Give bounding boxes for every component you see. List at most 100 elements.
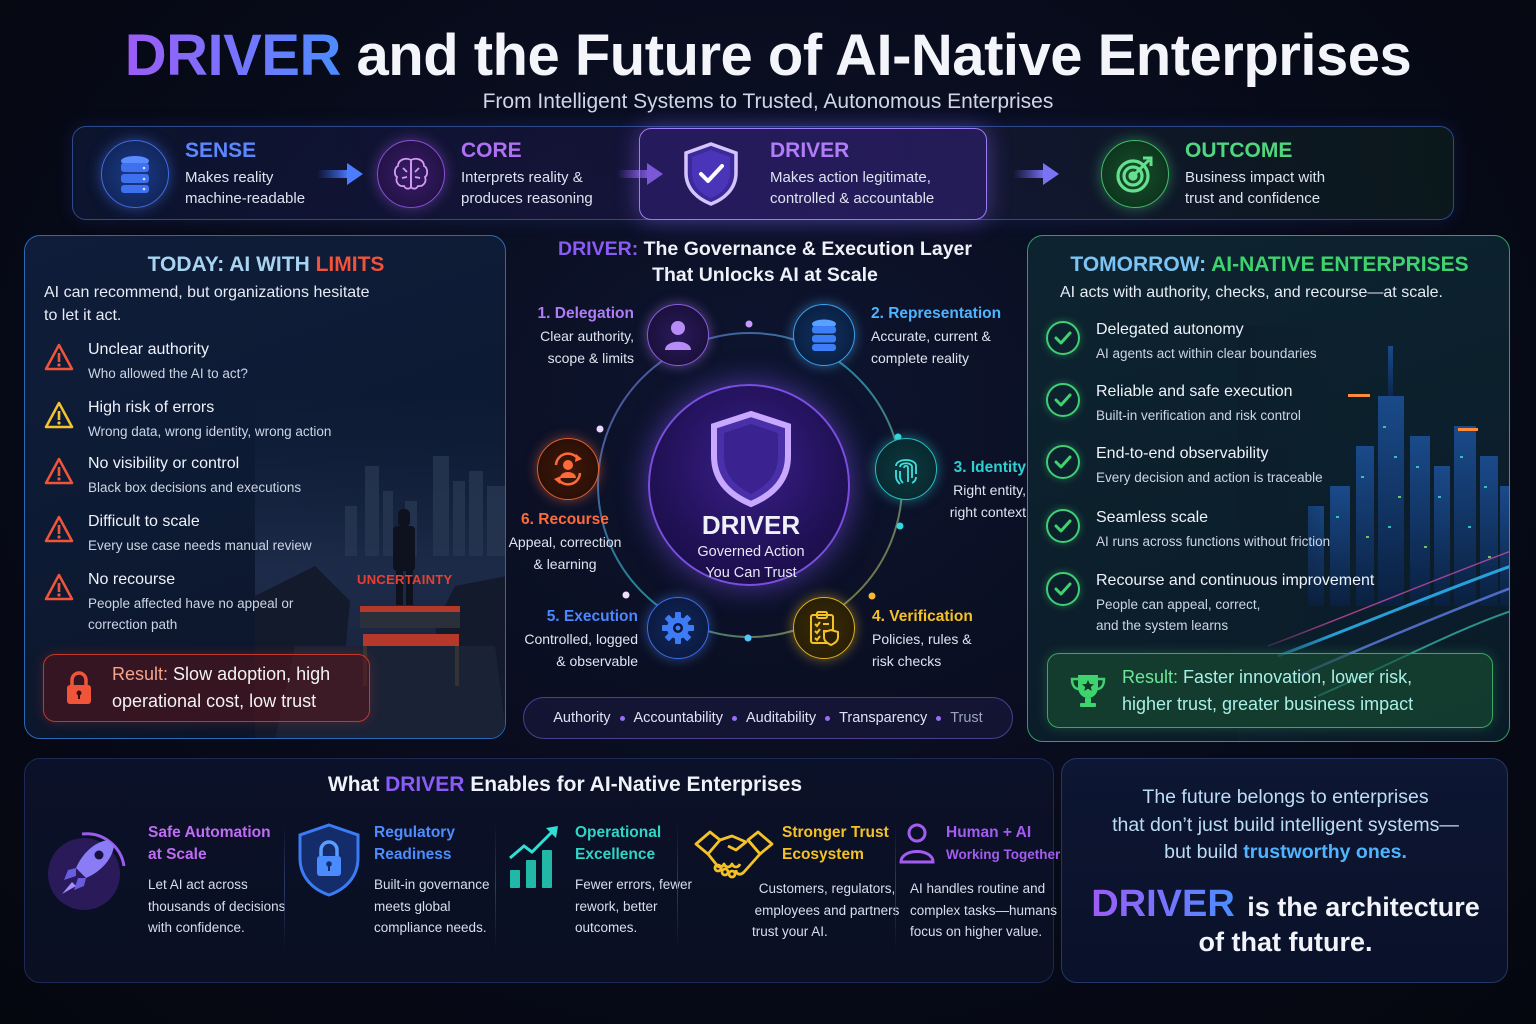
governance-heading: DRIVER: The Governance & Execution Layer… xyxy=(520,236,1010,288)
execution-node xyxy=(647,597,709,659)
flow-step-desc: Interprets reality & xyxy=(461,169,583,186)
shield-lock-icon xyxy=(298,823,360,897)
value-chain-flow: SENSE Makes reality machine-readable COR… xyxy=(72,126,1454,220)
shield-icon xyxy=(711,410,791,508)
node-desc: & learning xyxy=(533,556,597,572)
benefit-desc: AI agents act within clear boundaries xyxy=(1096,346,1317,361)
enables-heading: What DRIVER Enables for AI-Native Enterp… xyxy=(0,773,1130,797)
result-text: Faster innovation, lower risk, higher tr… xyxy=(1122,666,1414,714)
heading-accent: DRIVER xyxy=(385,773,465,796)
node-desc: Accurate, current & xyxy=(871,328,991,344)
card-desc-line: complex tasks—humans xyxy=(910,902,1058,918)
execution-label: 5. Execution Controlled, logged & observ… xyxy=(520,606,638,672)
flow-step-desc: Makes action legitimate, xyxy=(770,169,931,186)
principle-auditability: Auditability xyxy=(745,710,817,726)
heading-prefix: What xyxy=(327,773,386,796)
recourse-label: 6. Recourse Appeal, correction & learnin… xyxy=(500,509,630,575)
title-brand: DRIVER xyxy=(124,23,342,88)
card-title: Human + AI xyxy=(946,824,1032,841)
enable-card-trust-ecosystem: Stronger Trust Ecosystem Customers, regu… xyxy=(694,818,899,948)
flow-step-title: OUTCOME xyxy=(1185,139,1293,162)
today-panel: UNCERTAINTY TODAY: AI WITH LIMITS AI can… xyxy=(24,235,506,739)
check-circle-icon xyxy=(1046,572,1080,606)
center-subtitle: Governed Action xyxy=(697,544,805,560)
benefit-item: Delegated autonomy AI agents act within c… xyxy=(1046,321,1317,364)
node-desc: & observable xyxy=(556,653,638,669)
node-title: 2. Representation xyxy=(871,305,1002,322)
person-icon xyxy=(899,823,935,864)
identity-node xyxy=(875,438,937,500)
card-title: at Scale xyxy=(148,846,207,863)
divider xyxy=(895,822,896,950)
database-icon xyxy=(812,319,836,351)
lock-icon xyxy=(67,671,91,704)
separator-dot xyxy=(936,715,942,721)
card-title: Ecosystem xyxy=(782,846,864,863)
enable-card-human-ai: Human + AI Working Together AI handles r… xyxy=(898,818,1061,948)
heading-accent: AI-NATIVE ENTERPRISES xyxy=(1211,253,1469,276)
representation-node xyxy=(793,304,855,366)
flow-step-sense: SENSE Makes reality machine-readable xyxy=(101,127,305,221)
flow-step-desc: controlled & accountable xyxy=(770,190,935,207)
heading-suffix: Enables for AI-Native Enterprises xyxy=(464,773,803,796)
divider xyxy=(495,822,496,950)
card-title: Readiness xyxy=(374,846,452,863)
card-desc-line: meets global xyxy=(374,898,451,914)
benefit-title: End-to-end observability xyxy=(1096,445,1269,462)
card-title: Operational xyxy=(575,824,662,841)
separator-dot xyxy=(619,715,625,721)
flow-step-title: CORE xyxy=(461,139,522,162)
heading-line: The Governance & Execution Layer xyxy=(643,238,972,260)
benefit-desc: AI runs across functions without frictio… xyxy=(1096,534,1331,549)
card-desc-line: thousands of decisions xyxy=(148,898,286,914)
warning-triangle-icon xyxy=(44,573,74,601)
brain-icon xyxy=(377,140,445,208)
limit-desc: Who allowed the AI to act? xyxy=(88,366,248,381)
check-circle-icon xyxy=(1046,509,1080,543)
limit-desc: Black box decisions and executions xyxy=(88,480,302,495)
result-text: Slow adoption, high operational cost, lo… xyxy=(112,664,331,711)
arrow-right-icon xyxy=(617,163,663,185)
limit-desc: People affected have no appeal or correc… xyxy=(88,596,294,632)
warning-triangle-icon xyxy=(44,401,74,429)
node-desc: right context xyxy=(949,504,1026,520)
target-icon xyxy=(1101,140,1169,208)
divider xyxy=(677,822,678,950)
closing-brand: DRIVER xyxy=(1091,883,1235,925)
node-title: 6. Recourse xyxy=(521,511,609,528)
warning-triangle-icon xyxy=(44,343,74,371)
heading-accent: LIMITS xyxy=(315,253,385,276)
identity-label: 3. Identity Right entity, right context xyxy=(940,457,1026,523)
verification-node xyxy=(793,597,855,659)
card-text: Stronger Trust Ecosystem xyxy=(782,822,902,866)
benefit-title: Delegated autonomy xyxy=(1096,321,1244,338)
arrow-right-icon xyxy=(317,163,363,185)
card-text: Regulatory Readiness Built-in governance… xyxy=(374,822,504,939)
limit-title: Difficult to scale xyxy=(88,513,200,530)
rocket-icon xyxy=(48,832,126,910)
card-text: Human + AI Working Together xyxy=(946,822,1061,866)
database-icon xyxy=(101,140,169,208)
today-heading: TODAY: AI WITH LIMITS xyxy=(25,253,505,277)
card-desc-line: Customers, regulators, xyxy=(758,881,896,896)
verification-label: 4. Verification Policies, rules & risk c… xyxy=(872,606,1012,672)
handshake-icon xyxy=(694,830,774,879)
check-circle-icon xyxy=(1046,445,1080,479)
flow-step-driver: DRIVER Makes action legitimate, controll… xyxy=(639,128,987,220)
flow-step-desc: Makes reality xyxy=(185,169,274,186)
shield-check-icon xyxy=(680,141,742,207)
card-desc-line: AI handles routine and xyxy=(910,881,1046,896)
node-title: 4. Verification xyxy=(872,608,973,625)
closing-line: but build xyxy=(1164,841,1244,863)
heading-accent: DRIVER: xyxy=(558,238,639,260)
heading-prefix: TOMORROW: xyxy=(1070,253,1212,276)
card-title: Safe Automation xyxy=(148,824,271,841)
chart-growth-icon xyxy=(509,826,558,888)
delegation-node xyxy=(647,304,709,366)
flow-step-title: SENSE xyxy=(185,139,257,162)
title-rest: and the Future of AI-Native Enterprises xyxy=(356,23,1412,88)
